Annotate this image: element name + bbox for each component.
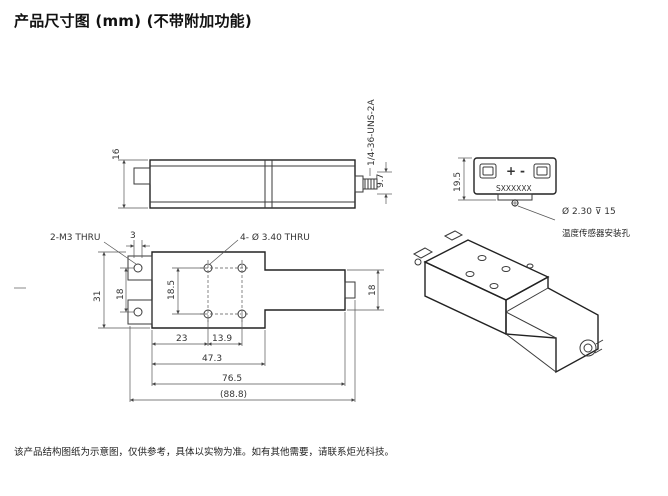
holes-thru-label: 4- Ø 3.40 THRU [240,232,310,243]
side-view-left-stub [133,167,151,185]
width-13-9-label: 13.9 [212,334,232,344]
iso-ear-right [443,230,464,241]
iso-hole-4 [489,283,499,289]
iso-sensor-hole [526,263,534,269]
isometric-view [412,230,604,374]
iso-hole-2 [501,266,511,272]
plus-terminal [479,163,497,179]
plus-label: + [506,164,516,178]
side-view-body [149,159,356,209]
iso-right-face [505,275,599,374]
width-88-8-label: (88.8) [220,390,247,400]
minus-label: - [520,164,525,178]
iso-hole-3 [465,271,475,277]
connector-dim-label: 9.7 [376,174,386,188]
side-view-connector [354,175,364,193]
width-47-3-label: 47.3 [202,354,222,364]
hole-spec-label: Ø 2.30 ⊽ 15 [562,206,616,217]
m3-dim-label: 3 [130,231,136,241]
top-view: 2-M3 THRU 4- Ø 3.40 THRU 3 31 18 18.5 18 [50,231,384,402]
left-18-label: 18 [116,288,126,300]
hole-caption: 温度传感器安装孔 [562,228,631,239]
m3-hole-bottom [133,307,143,317]
width-23-label: 23 [176,334,187,344]
m3-hole-top [133,263,143,273]
total-height-label: 31 [93,291,103,302]
m3-thru-label: 2-M3 THRU [50,233,100,243]
iso-hole-1 [477,255,487,261]
minus-terminal [533,163,551,179]
footer-note: 该产品结构图纸为示意图，仅供参考，具体以实物为准。如有其他需要，请联系炬光科技。 [14,447,395,458]
thread-label: 1/4-36-UNS-2A [367,99,377,166]
iso-connector [579,339,597,357]
iso-step-edge [505,287,549,313]
top-view-connector [344,281,356,299]
iso-ear-left [412,247,434,259]
end-view: + - SXXXXXX Ø 2.30 ⊽ 15 温度传感器安装孔 19.5 [453,157,631,239]
side-view: 16 9.7 1/4-36-UNS-2A [112,99,392,209]
side-height-label: 16 [112,148,122,160]
iso-front-face [424,260,507,336]
model-label: SXXXXXX [496,184,532,193]
top-view-outline [151,251,346,329]
center-18-5-label: 18.5 [167,280,177,300]
width-76-5-label: 76.5 [222,374,242,384]
right-18-label: 18 [368,284,378,296]
end-height-label: 19.5 [453,172,463,192]
page-title: 产品尺寸图 (mm) (不带附加功能) [14,12,252,30]
